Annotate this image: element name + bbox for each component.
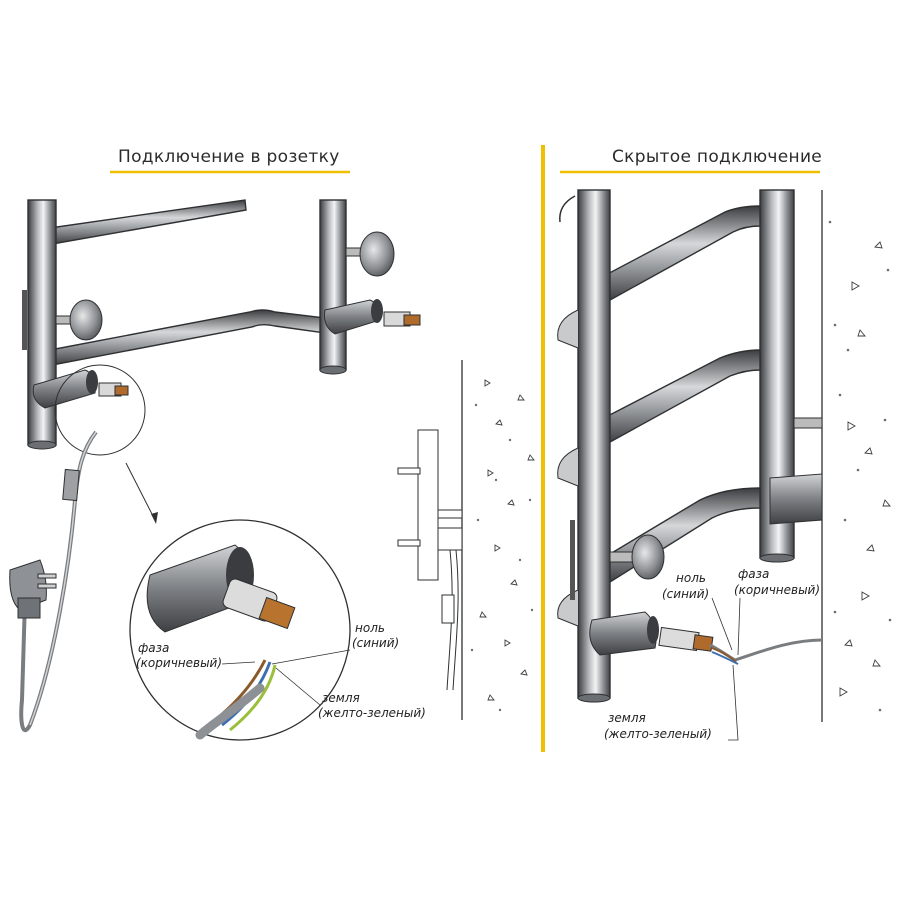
right-ground-label: земля [608, 711, 646, 725]
right-phase-label: фаза [738, 567, 769, 581]
left-panel: Подключение в розетку [9, 147, 535, 741]
power-plug [9, 559, 57, 619]
left-neutral-label: ноль [355, 621, 385, 635]
right-neutral-label: ноль [676, 571, 706, 585]
towel-rail-left [22, 199, 421, 450]
hidden-wall [821, 190, 892, 722]
left-panel-title: Подключение в розетку [118, 147, 340, 167]
detail-arrow [125, 462, 156, 521]
left-ground-color-label: (желто-зеленый) [318, 706, 426, 720]
side-view-wall [397, 360, 535, 720]
left-ground-label: земля [322, 691, 360, 705]
towel-rail-right [557, 189, 823, 703]
left-phase-color-label: (коричневый) [136, 656, 222, 670]
right-panel: Скрытое подключение [557, 147, 892, 741]
detail-marker-circle [54, 364, 146, 456]
right-ground-color-label: (желто-зеленый) [604, 727, 712, 741]
left-neutral-color-label: (синий) [352, 636, 399, 650]
right-panel-title: Скрытое подключение [612, 147, 822, 167]
right-neutral-color-label: (синий) [662, 587, 709, 601]
right-phase-color-label: (коричневый) [734, 583, 820, 597]
left-phase-label: фаза [138, 641, 169, 655]
wiring-detail [129, 519, 351, 741]
